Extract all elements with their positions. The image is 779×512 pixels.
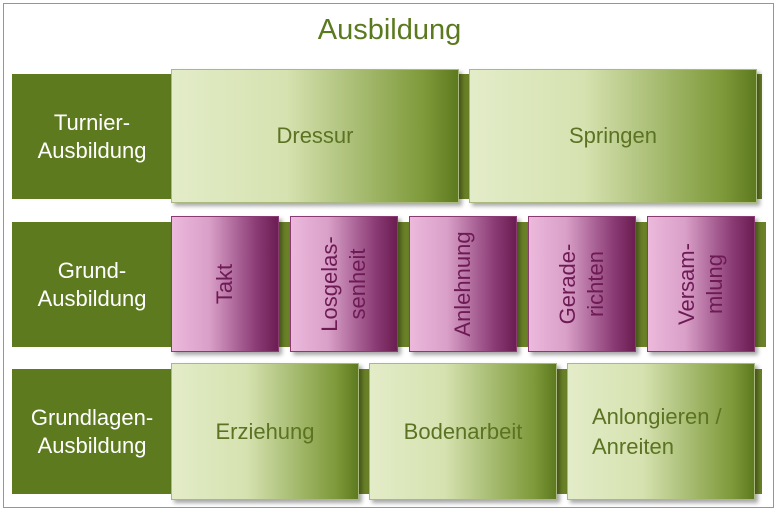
row-label-line: Turnier- [53, 109, 131, 135]
row-label-line: Grundlagen- [30, 404, 154, 430]
box-bodenarbeit: Bodenarbeit [369, 363, 557, 500]
row-label-line: Ausbildung [37, 432, 147, 458]
box-label-line: Anreiten [592, 433, 674, 459]
box-label: Erziehung [215, 418, 315, 444]
box-erziehung: Erziehung [171, 363, 359, 500]
box-label-line: mlung [702, 254, 727, 314]
box-anlongieren: Anlongieren / Anreiten [567, 363, 755, 500]
box-label-line: Versam- [674, 243, 699, 325]
box-springen: Springen [469, 69, 757, 203]
box-losgelassenheit: Losgelas- senheit [290, 216, 398, 352]
row-label-grundlagen: Grundlagen- Ausbildung [12, 369, 172, 494]
box-dressur: Dressur [171, 69, 459, 203]
row-label-line: Ausbildung [37, 137, 147, 163]
box-label-line: Gerade- [555, 243, 580, 325]
box-label: Springen [568, 123, 658, 148]
row-label-turnier: Turnier- Ausbildung [12, 74, 172, 199]
box-label: Versam- mlung [673, 243, 729, 325]
row-label-line: Grund- [57, 257, 127, 283]
box-label-line: Anlongieren / [592, 403, 722, 429]
diagram-title: Ausbildung [317, 14, 462, 46]
box-versammlung: Versam- mlung [647, 216, 755, 352]
row-label-grund: Grund- Ausbildung [12, 222, 172, 347]
box-takt: Takt [171, 216, 279, 352]
box-geraderichten: Gerade- richten [528, 216, 636, 352]
row-label-line: Ausbildung [37, 285, 147, 311]
box-label-line: Anlehnung [450, 231, 475, 337]
box-label-line: senheit [345, 248, 370, 320]
box-label: Takt [211, 264, 239, 304]
box-label: Bodenarbeit [403, 418, 523, 444]
box-label: Anlehnung [449, 231, 477, 336]
box-anlehnung: Anlehnung [409, 216, 517, 352]
box-label: Losgelas- senheit [316, 236, 372, 331]
box-label: Dressur [276, 123, 354, 148]
box-label-line: Takt [212, 263, 237, 305]
box-label-line: Losgelas- [317, 236, 342, 332]
box-label-line: richten [583, 250, 608, 318]
box-label: Gerade- richten [554, 244, 610, 325]
